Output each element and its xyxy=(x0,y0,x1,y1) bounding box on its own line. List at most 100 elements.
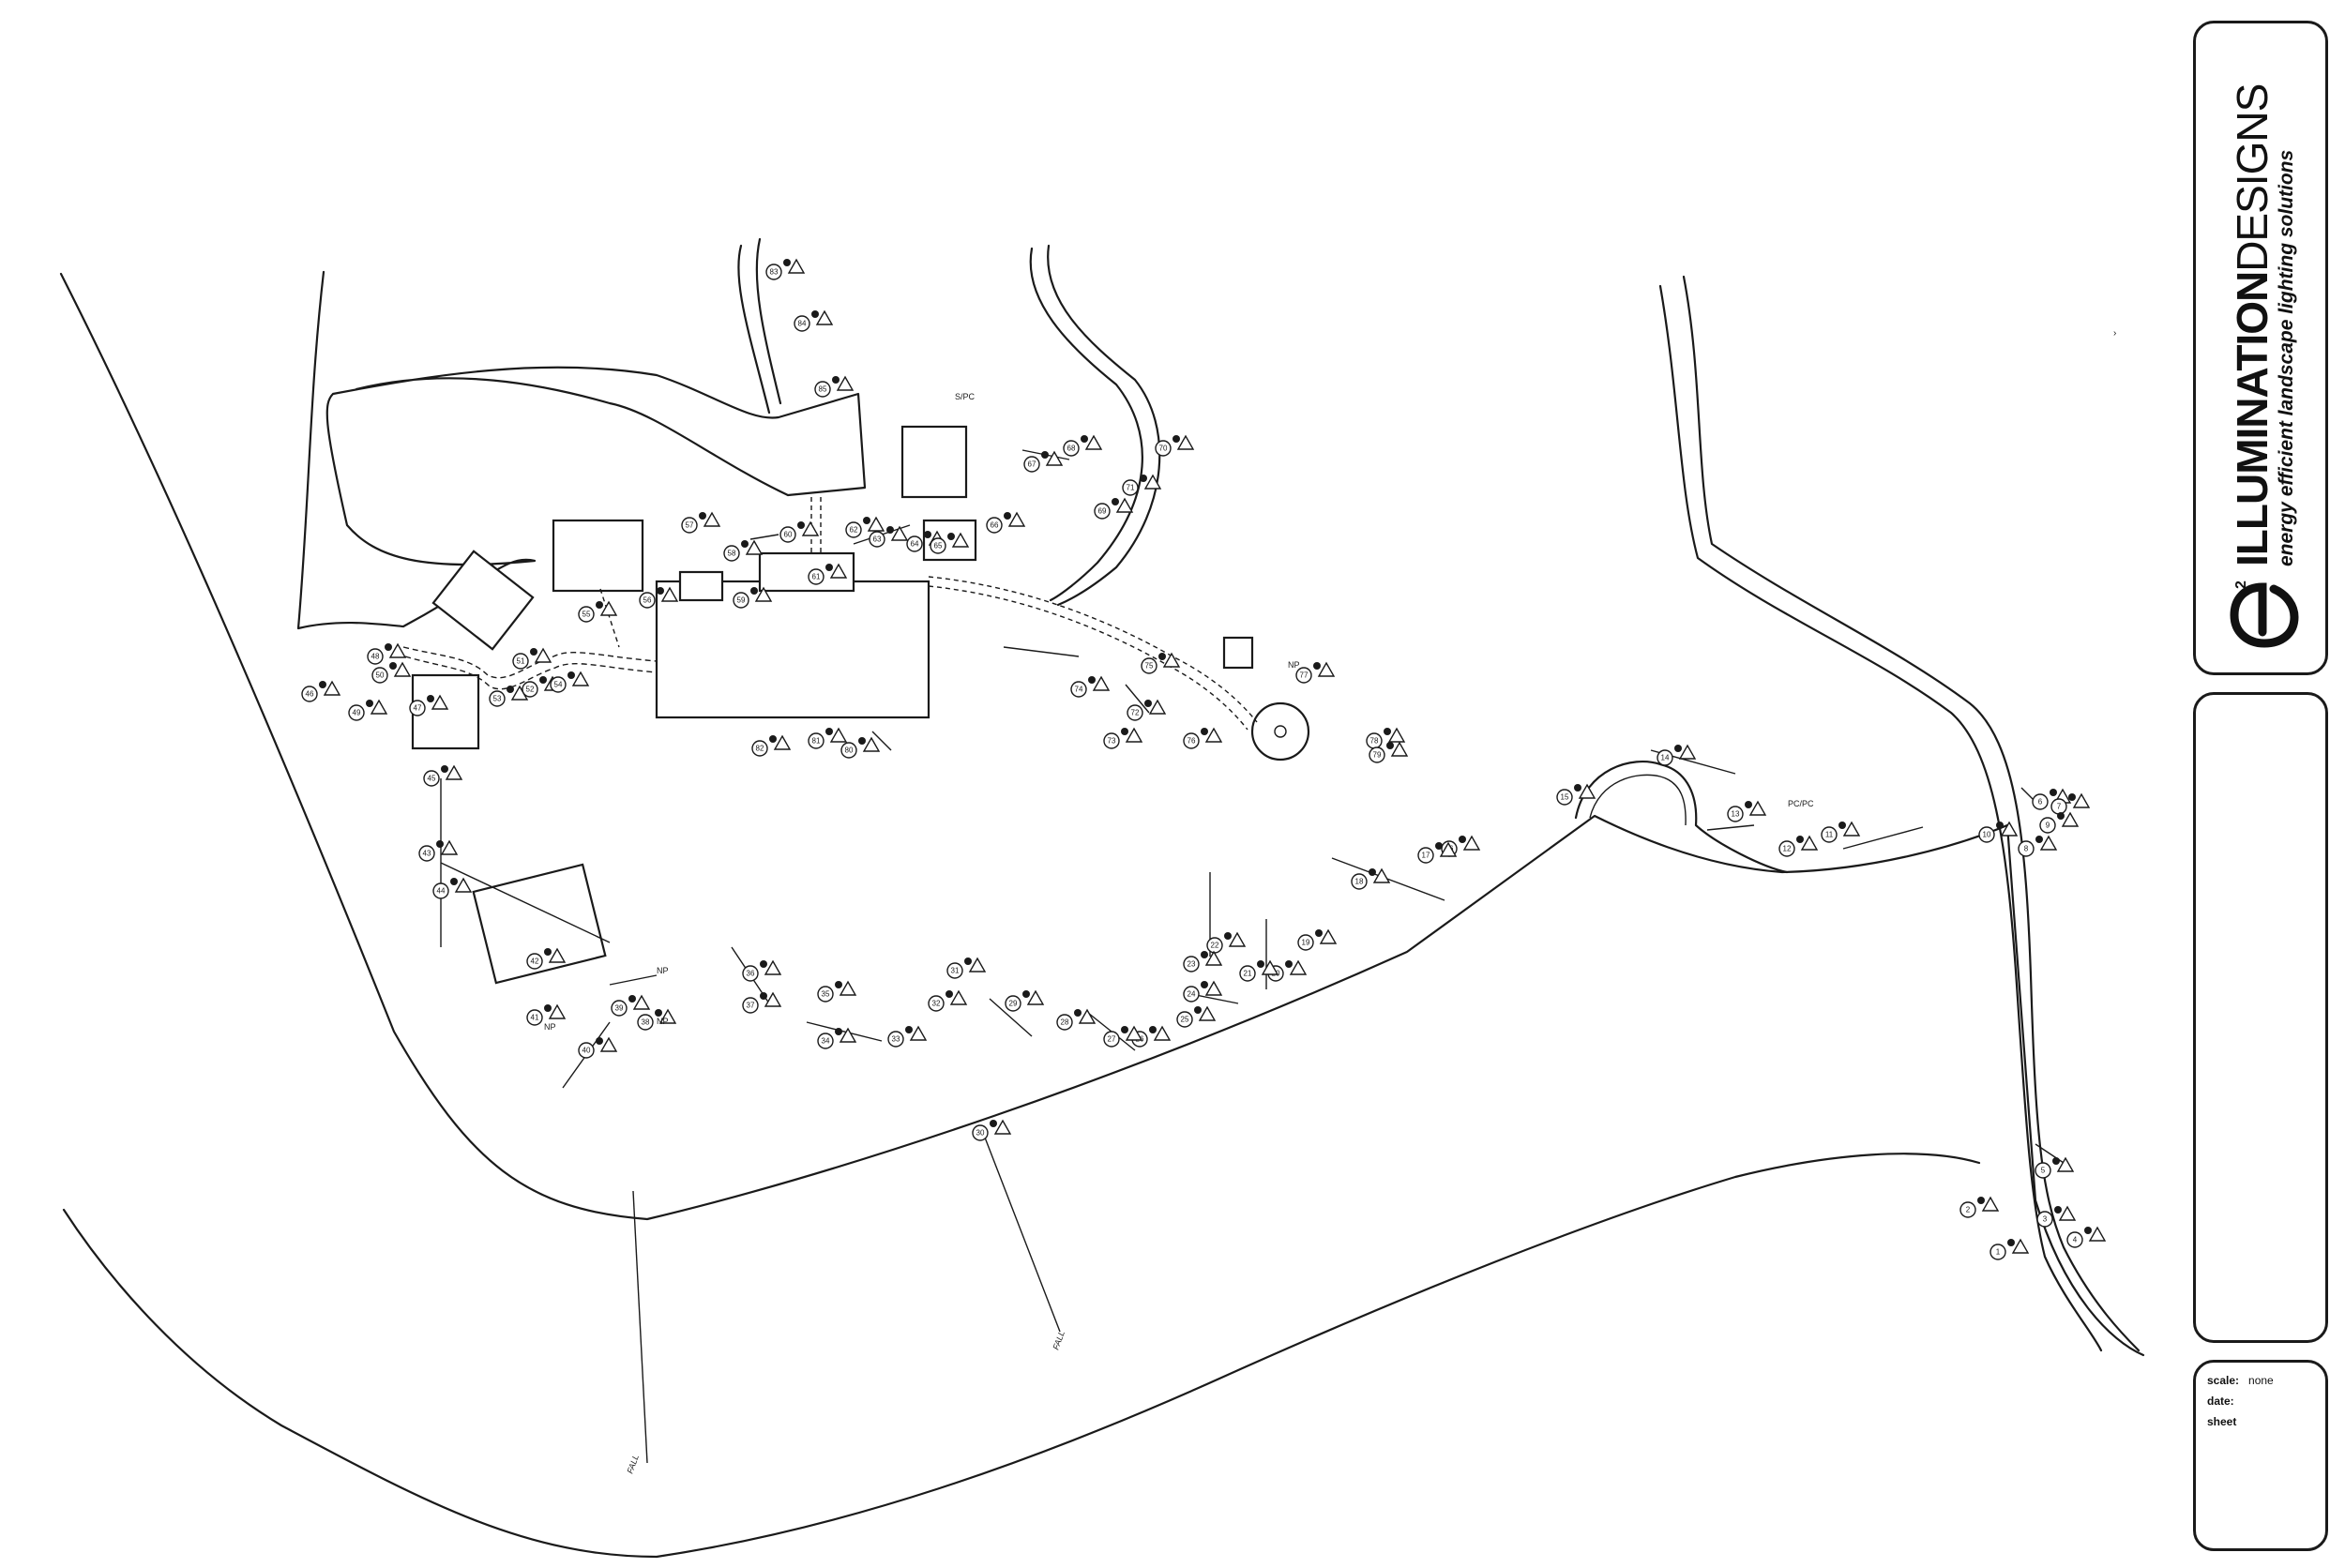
fixture-14: 14 xyxy=(1657,744,1697,766)
fixture-dot xyxy=(1004,512,1011,520)
fixture-number-circle xyxy=(733,592,749,609)
fixture-62: 62 xyxy=(845,516,885,538)
fixture-triangle-symbol xyxy=(787,258,806,274)
fixture-number-label: 55 xyxy=(582,611,591,619)
fixture-triangle-symbol xyxy=(2061,811,2080,827)
date-label: date: xyxy=(2207,1395,2234,1408)
switch-note-1: S/PC xyxy=(955,392,976,401)
fixture-triangle-symbol xyxy=(829,563,848,579)
fixture-dot xyxy=(1745,801,1752,808)
fixture-number-label: 7 xyxy=(2057,803,2062,811)
fixture-30: 30 xyxy=(972,1119,1012,1141)
fixture-dot xyxy=(2050,789,2057,796)
fixture-triangle-symbol xyxy=(1204,727,1223,743)
fixture-21: 21 xyxy=(1239,959,1279,982)
fixture-78: 78 xyxy=(1366,727,1406,749)
fixture-dot xyxy=(507,686,514,693)
fixture-dot xyxy=(1172,435,1180,443)
fixture-triangle-symbol xyxy=(1045,450,1064,466)
fixture-dot xyxy=(858,737,866,745)
fixture-number-label: 68 xyxy=(1067,445,1076,453)
fixture-number-circle xyxy=(1417,847,1434,864)
fixture-number-label: 46 xyxy=(306,690,314,699)
fixture-number-circle xyxy=(817,1033,834,1049)
fixture-triangle-symbol xyxy=(534,647,552,663)
fixture-72: 72 xyxy=(1127,699,1167,721)
fixture-number-label: 11 xyxy=(1825,831,1834,839)
fixture-number-label: 58 xyxy=(728,550,736,558)
fixture-56: 56 xyxy=(639,586,679,609)
fixture-triangle-symbol xyxy=(370,699,388,715)
fixture-34: 34 xyxy=(817,1027,857,1049)
fixture-number-circle xyxy=(522,681,538,698)
fixture-number-circle xyxy=(611,1000,628,1017)
switch-note-2: PC/PC xyxy=(1788,799,1814,808)
upper-drive-loop xyxy=(296,270,867,630)
fixture-58: 58 xyxy=(723,539,764,562)
fixture-triangle-symbol xyxy=(703,511,721,527)
fixture-dot xyxy=(628,995,636,1003)
fixture-triangle-symbol xyxy=(599,600,618,616)
fixture-66: 66 xyxy=(986,511,1026,534)
fixture-number-label: 15 xyxy=(1561,793,1569,802)
fixture-number-label: 79 xyxy=(1373,751,1382,760)
fixture-triangle-symbol xyxy=(1319,928,1338,944)
fixture-dot xyxy=(366,700,373,707)
brand-tagline: energy efficient landscape lighting solu… xyxy=(2276,149,2297,566)
fixture-number-label: 56 xyxy=(643,596,652,605)
fixture-number-label: 24 xyxy=(1188,990,1196,999)
fixture-number-circle xyxy=(1183,732,1200,749)
fixture-73: 73 xyxy=(1103,727,1143,749)
fixture-number-circle xyxy=(808,568,825,585)
brand-name-bold: ILLUMINATION xyxy=(2228,271,2277,566)
fixture-number-label: 37 xyxy=(747,1002,755,1010)
fixture-number-circle xyxy=(1023,456,1040,473)
fixture-triangle-symbol xyxy=(1462,835,1481,851)
fixture-triangle-symbol xyxy=(1026,989,1045,1005)
fixture-number-label: 39 xyxy=(615,1004,624,1013)
fixture-triangle-symbol xyxy=(440,839,459,855)
fixture-number-circle xyxy=(578,606,595,623)
fixture-number-circle xyxy=(723,545,740,562)
fixture-dot xyxy=(750,587,758,595)
fixture-triangle-symbol xyxy=(1153,1025,1172,1041)
outbuilding-ne-small xyxy=(922,519,977,562)
fixture-dot xyxy=(1158,653,1166,660)
fixture-number-label: 53 xyxy=(493,695,502,703)
fixture-number-label: 32 xyxy=(932,1000,941,1008)
fixture-37: 37 xyxy=(742,991,782,1014)
fixture-dot xyxy=(530,648,537,656)
fixture-dot xyxy=(2007,1239,2015,1246)
fixture-number-circle xyxy=(1556,789,1573,806)
fixture-triangle-symbol xyxy=(431,694,449,710)
logo-group: 2 ILLUMINATIONDESIGNS energy efficient l… xyxy=(2207,51,2320,651)
fixture-triangle-symbol xyxy=(773,734,792,750)
fixture-triangle-symbol xyxy=(2058,1205,2077,1221)
fixture-number-circle xyxy=(928,995,945,1012)
fixture-8: 8 xyxy=(2018,835,2058,857)
fixture-triangle-symbol xyxy=(968,957,987,972)
fixture-60: 60 xyxy=(779,520,820,543)
fixture-triangle-symbol xyxy=(660,586,679,602)
fixture-triangle-symbol xyxy=(1204,980,1223,996)
fixture-number-label: 75 xyxy=(1145,662,1154,671)
fixture-dot xyxy=(835,981,842,988)
stone-path-east-2 xyxy=(928,585,1248,731)
brand-name-light: DESIGNS xyxy=(2228,83,2277,272)
fixture-dot xyxy=(1112,498,1119,505)
fixture-dot xyxy=(825,564,833,571)
fixture-number-label: 34 xyxy=(822,1037,830,1046)
fixture-dot xyxy=(655,1009,662,1017)
fixture-number-label: 71 xyxy=(1127,484,1135,492)
fixture-number-label: 43 xyxy=(423,850,431,858)
fixture-number-circle xyxy=(2018,840,2035,857)
fixture-triangle-symbol xyxy=(1439,841,1458,857)
fixture-number-circle xyxy=(348,704,365,721)
fixture-39: 39 xyxy=(611,994,651,1017)
fixture-number-label: 51 xyxy=(517,657,525,666)
fixture-triangle-symbol xyxy=(2000,821,2019,837)
fixture-dot xyxy=(450,878,458,885)
fixture-53: 53 xyxy=(489,685,529,707)
fixture-67: 67 xyxy=(1023,450,1064,473)
fixture-triangle-symbol xyxy=(815,309,834,325)
